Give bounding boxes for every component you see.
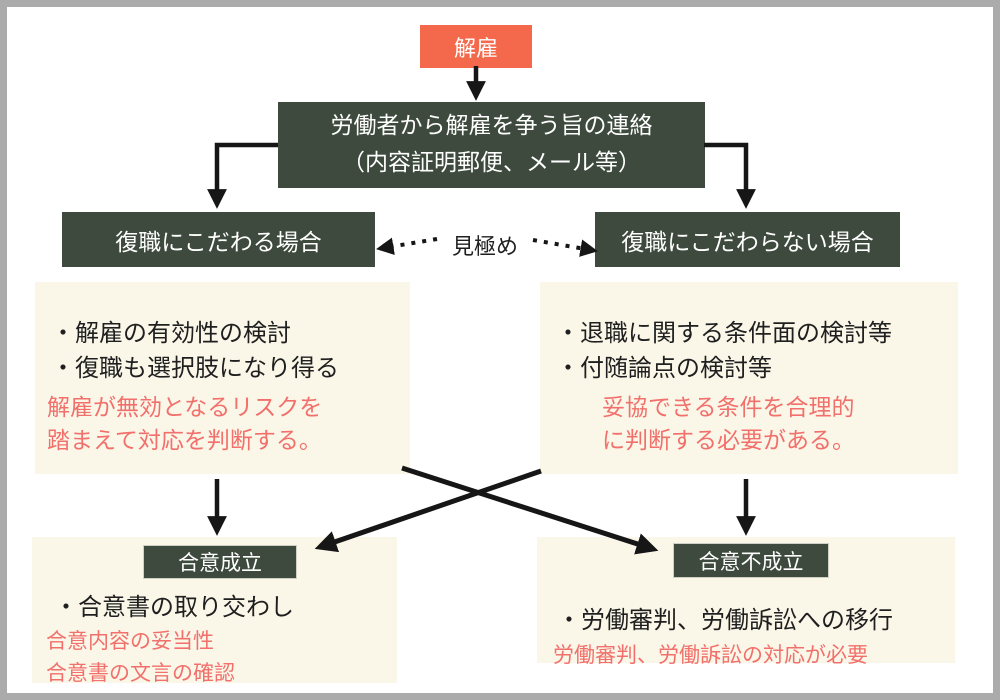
branch-reinstate-label: 復職にこだわる場合 bbox=[115, 229, 322, 256]
decision-label: 見極め bbox=[451, 235, 518, 260]
notice-line-2: （内容証明郵便、メール等） bbox=[342, 150, 641, 176]
panel-agreement: 合意成立 ・合意書の取り交わし 合意内容の妥当性 合意書の文言の確認 bbox=[32, 537, 397, 685]
node-branch-reinstate: 復職にこだわる場合 bbox=[62, 212, 375, 267]
note-line: 合意内容の妥当性 bbox=[46, 629, 214, 653]
node-branch-no-reinstate: 復職にこだわらない場合 bbox=[595, 212, 900, 267]
node-dismissal: 解雇 bbox=[420, 25, 532, 68]
note-line: 妥協できる条件を合理的 bbox=[602, 395, 855, 421]
node-notice: 労働者から解雇を争う旨の連絡 （内容証明郵便、メール等） bbox=[278, 102, 705, 188]
notice-line-1: 労働者から解雇を争う旨の連絡 bbox=[330, 113, 653, 139]
connector-right-arrow-icon bbox=[704, 142, 756, 209]
note-line: に判断する必要がある。 bbox=[602, 428, 855, 454]
panel-no-agreement: 合意不成立 ・労働審判、労働訴訟への移行 労働審判、労働訴訟の対応が必要 bbox=[537, 537, 955, 667]
node-no-agreement-title: 合意不成立 bbox=[673, 543, 829, 578]
bullet-item: ・労働審判、労働訴訟への移行 bbox=[557, 606, 893, 634]
bullet-item: ・合意書の取り交わし bbox=[54, 593, 294, 621]
no-agreement-title-label: 合意不成立 bbox=[698, 549, 804, 574]
note-line: 合意書の文言の確認 bbox=[46, 661, 235, 685]
dotted-arrow-left-icon bbox=[376, 237, 438, 255]
note-line: 踏まえて対応を判断する。 bbox=[47, 428, 322, 454]
arrow-diagonal-right-to-agreement-icon bbox=[314, 468, 542, 553]
bullet-item: ・解雇の有効性の検討 bbox=[51, 319, 291, 347]
branch-no-reinstate-label: 復職にこだわらない場合 bbox=[621, 229, 874, 256]
arrow-diagonal-left-to-noagreement-icon bbox=[401, 465, 659, 555]
bullet-item: ・退職に関する条件面の検討等 bbox=[556, 319, 892, 347]
panel-branch-no-reinstate: ・退職に関する条件面の検討等 ・付随論点の検討等 妥協できる条件を合理的 に判断… bbox=[540, 282, 958, 474]
note-line: 労働審判、労働訴訟の対応が必要 bbox=[553, 643, 868, 667]
panel-branch-reinstate: ・解雇の有効性の検討 ・復職も選択肢になり得る 解雇が無効となるリスクを 踏まえ… bbox=[35, 282, 410, 474]
connector-left-arrow-icon bbox=[207, 142, 278, 209]
note-line: 解雇が無効となるリスクを bbox=[47, 395, 323, 421]
bullet-item: ・付随論点の検討等 bbox=[556, 354, 772, 382]
dotted-arrow-right-icon bbox=[532, 238, 598, 257]
node-dismissal-label: 解雇 bbox=[453, 36, 498, 62]
bullet-item: ・復職も選択肢になり得る bbox=[51, 354, 339, 382]
node-agreement-title: 合意成立 bbox=[143, 545, 297, 579]
agreement-title-label: 合意成立 bbox=[178, 551, 262, 575]
